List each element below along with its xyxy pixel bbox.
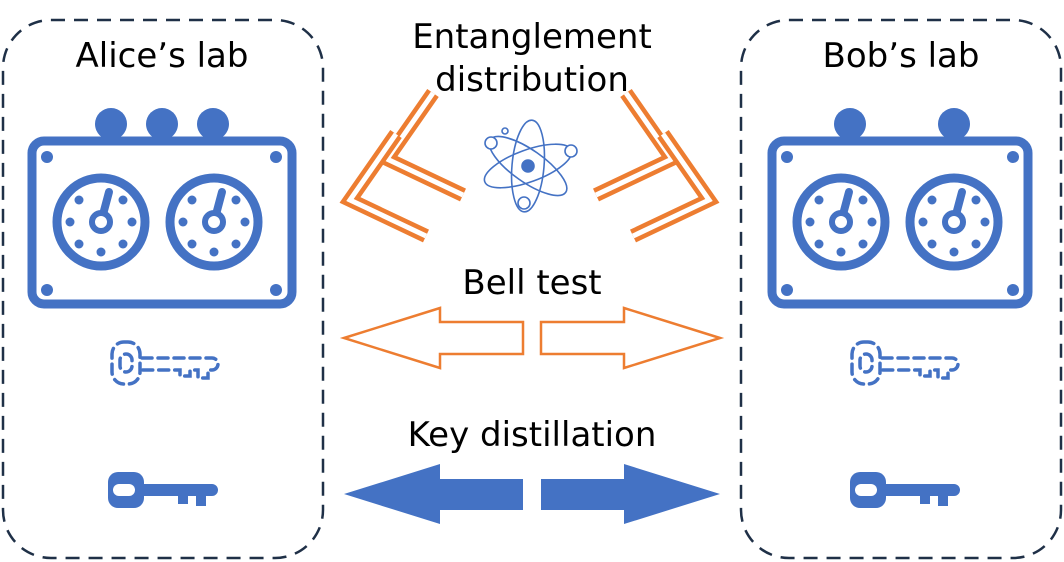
key-icon [850,472,960,508]
key-distillation-label: Key distillation [408,415,657,455]
arrow-icon [344,464,523,524]
key-distillation: Key distillation [344,415,720,524]
dial-icon [910,178,998,266]
arrow-icon [541,464,720,524]
alice-lab-title: Alice’s lab [76,36,249,76]
alice-lab: Alice’s lab [1,18,325,560]
chevron-icon [387,93,463,195]
key-icon [108,472,218,508]
dashed-key-icon [110,340,220,386]
entanglement-label-line2: distribution [435,60,629,100]
dial-icon [57,178,145,266]
measurement-device-icon [27,108,297,309]
bob-lab: Bob’s lab [739,18,1063,560]
chevron-icon [633,134,709,236]
dial-icon [170,178,258,266]
arrow-icon [339,306,525,370]
entanglement-label-line1: Entanglement [412,17,652,57]
arrow-icon [539,306,725,370]
alice-lab-border [1,18,325,560]
atom-icon [483,119,578,213]
chevron-icon [596,93,672,195]
bell-test-label: Bell test [462,263,601,303]
bob-lab-border [739,18,1063,560]
bell-test: Bell test [339,263,725,370]
chevron-icon [350,134,426,236]
bob-lab-title: Bob’s lab [823,36,980,76]
measurement-device-icon [767,108,1033,309]
dial-icon [797,178,885,266]
dashed-key-icon [850,340,960,386]
entanglement-distribution: Entanglement distribution [350,17,709,236]
